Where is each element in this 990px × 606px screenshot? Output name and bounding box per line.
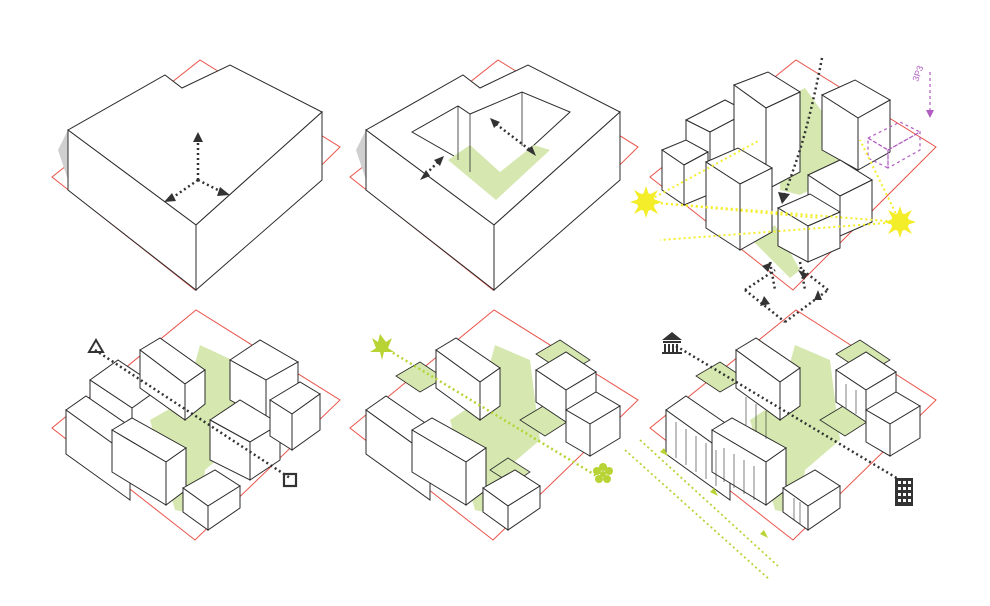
detailed-building (865, 391, 921, 457)
distance-arrow-icon (420, 118, 536, 180)
panel-massing (51, 59, 341, 292)
green-ground (752, 225, 800, 278)
tower (776, 193, 842, 263)
loop-arrows-icon (744, 261, 829, 324)
three-way-arrows-icon (164, 132, 230, 202)
pitched-building (111, 417, 187, 506)
leaf-icon (370, 334, 394, 360)
triangle-icon (87, 338, 105, 353)
sun-icon (884, 206, 916, 238)
connection-line (94, 348, 291, 480)
courtyard-green (448, 145, 550, 200)
panel-solar-access: 3P3 (630, 57, 937, 324)
building-shadow (356, 130, 366, 180)
panel-pitched-roofs (51, 309, 341, 541)
pitched-building (89, 359, 161, 431)
pitched-building (269, 381, 321, 451)
downward-path-arrow-icon (778, 57, 824, 204)
detailed-building (782, 469, 841, 531)
articulated-building (411, 417, 487, 506)
annotation-label: 3P3 (910, 64, 925, 82)
block-right-face (493, 110, 621, 292)
articulated-building (565, 391, 621, 457)
museum-icon (662, 332, 682, 354)
pitched-building (182, 469, 241, 531)
dark-connection-line (675, 344, 901, 482)
building-shadow (58, 130, 68, 180)
articulated-building (482, 469, 541, 531)
flower-icon (593, 463, 613, 483)
facade-window-grid (675, 384, 857, 524)
future-volume-outline (866, 72, 931, 170)
tower (704, 147, 774, 251)
loop-arrow-heads (760, 262, 822, 306)
panel-courtyard (349, 59, 639, 292)
purple-arrow-head (926, 110, 934, 118)
square-icon (282, 472, 298, 488)
pitched-building (139, 337, 206, 422)
pedestrian-lines (624, 439, 779, 581)
sun-ray-lines (645, 139, 901, 241)
pedestrian-arrow-heads (660, 448, 768, 538)
panel-facades (624, 309, 937, 581)
tower-block-icon (895, 478, 913, 506)
detailed-building (735, 337, 801, 421)
detailed-building (711, 417, 787, 506)
sun-icon (630, 186, 662, 218)
tower (660, 139, 710, 206)
block-right-face (195, 110, 323, 292)
articulated-building (435, 337, 501, 421)
panel-green-roofs (349, 309, 639, 541)
